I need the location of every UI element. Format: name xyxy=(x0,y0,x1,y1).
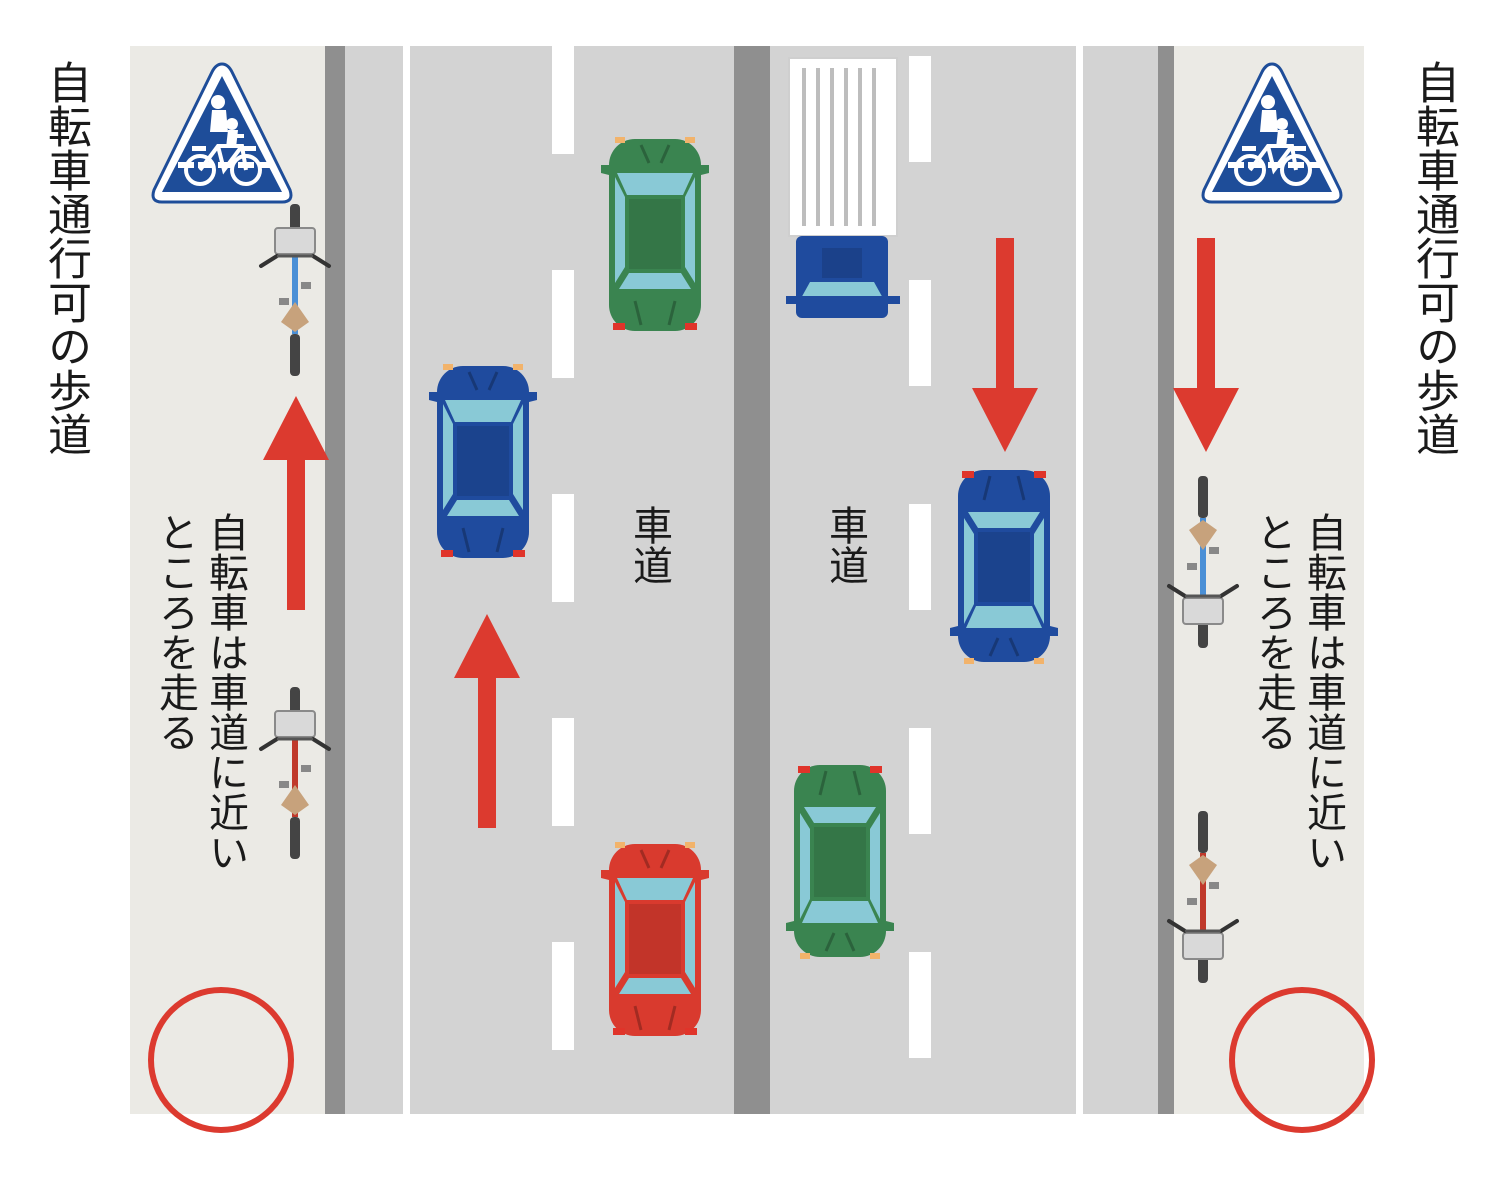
road-label-left: 車道 xyxy=(626,505,672,585)
right-note-line1: 自転車は車道に近い xyxy=(1300,512,1346,872)
car-icon xyxy=(948,468,1060,666)
car-icon xyxy=(599,840,711,1038)
left-shoulder xyxy=(345,46,403,1114)
right-sidewalk-label: 自転車通行可の歩道 xyxy=(1408,60,1459,456)
right-shoulder xyxy=(1083,46,1158,1114)
car-icon xyxy=(427,362,539,560)
car-icon xyxy=(784,763,896,961)
road-label-right: 車道 xyxy=(822,505,868,585)
lane-dashes-left xyxy=(552,46,574,1050)
left-curb xyxy=(325,46,345,1114)
truck-icon xyxy=(786,57,900,318)
left-sidewalk-label: 自転車通行可の歩道 xyxy=(40,60,91,456)
lane-dashes-right xyxy=(909,56,931,1058)
car-icon xyxy=(599,135,711,333)
left-note-line1: 自転車は車道に近い xyxy=(202,512,248,872)
ok-circle-icon xyxy=(148,987,294,1133)
right-curb xyxy=(1158,46,1174,1114)
median xyxy=(734,46,770,1114)
right-note-line2: ところを走る xyxy=(1250,512,1296,752)
ok-circle-icon xyxy=(1229,987,1375,1133)
left-note-line2: ところを走る xyxy=(152,512,198,752)
